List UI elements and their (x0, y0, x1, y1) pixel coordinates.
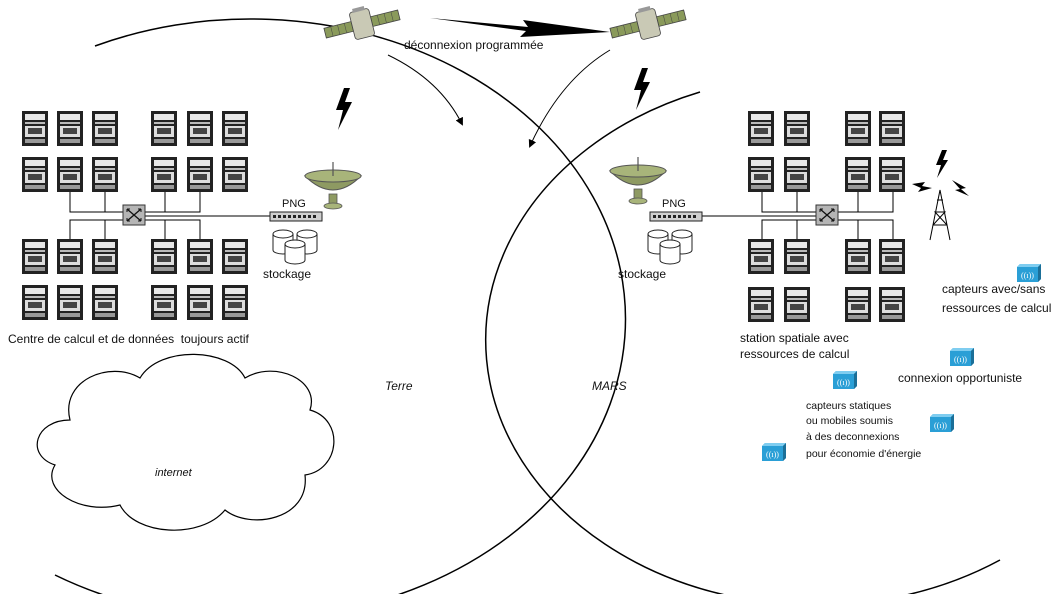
earth-storage-label: stockage (263, 267, 311, 281)
earth-downlink-bolt-icon (336, 88, 352, 130)
sensors-static-label-line1: capteurs statiques (806, 400, 891, 412)
top-link-label: déconnexion programmée (404, 38, 544, 52)
internet-label: internet (155, 467, 193, 479)
station-label-line2: ressources de calcul (740, 347, 849, 361)
sensors-right-label-line1: capteurs avec/sans (942, 282, 1045, 296)
sensor-lower-right-icon (930, 414, 954, 432)
mars-storage-label: stockage (618, 267, 666, 281)
earth-orbit-arrow (387, 54, 463, 126)
sensor-opportunistic-icon (950, 348, 974, 366)
earth-storage-icon (273, 230, 317, 264)
sensors-static-label-line4: pour économie d'énergie (806, 448, 921, 460)
mars-satellite-icon (606, 0, 689, 48)
interplanetary-link-bolt (430, 18, 610, 37)
sensors-static-label-line3: à des deconnexions (806, 431, 899, 443)
mars-dish-icon (609, 156, 667, 205)
mars-gateway-label: PNG (662, 198, 686, 210)
radio-tower-icon (929, 189, 951, 241)
sensor-top-right-icon (1017, 264, 1041, 282)
earth-datacenter-label: Centre de calcul et de données toujours … (8, 332, 249, 346)
mars-name-label: MARS (592, 379, 627, 393)
tower-signal-bolts (912, 150, 969, 196)
mars-wiring (702, 192, 894, 239)
mars-boundary (485, 91, 1001, 594)
sensor-mid-icon (833, 371, 857, 389)
mars-orbit-arrow (528, 49, 611, 148)
mars-downlink-bolt-icon (634, 68, 650, 110)
internet-cloud (36, 353, 335, 531)
mars-storage-icon (648, 230, 692, 264)
sensor-lower-left-icon (762, 443, 786, 461)
earth-dish-icon (304, 161, 362, 210)
earth-gateway-icon (269, 211, 323, 222)
mars-gateway-icon (649, 211, 703, 222)
sensors-static-label-line2: ou mobiles soumis (806, 415, 893, 427)
mars-switch-icon (815, 204, 839, 226)
mars-boundary-top (730, 67, 1020, 110)
earth-name-label: Terre (385, 379, 413, 393)
station-label-line1: station spatiale avec (740, 331, 849, 345)
earth-switch-icon (122, 204, 146, 226)
opportunistic-label: connexion opportuniste (898, 371, 1022, 385)
earth-gateway-label: PNG (282, 198, 306, 210)
earth-wiring (69, 192, 270, 239)
sensors-right-label-line2: ressources de calcul (942, 301, 1051, 315)
